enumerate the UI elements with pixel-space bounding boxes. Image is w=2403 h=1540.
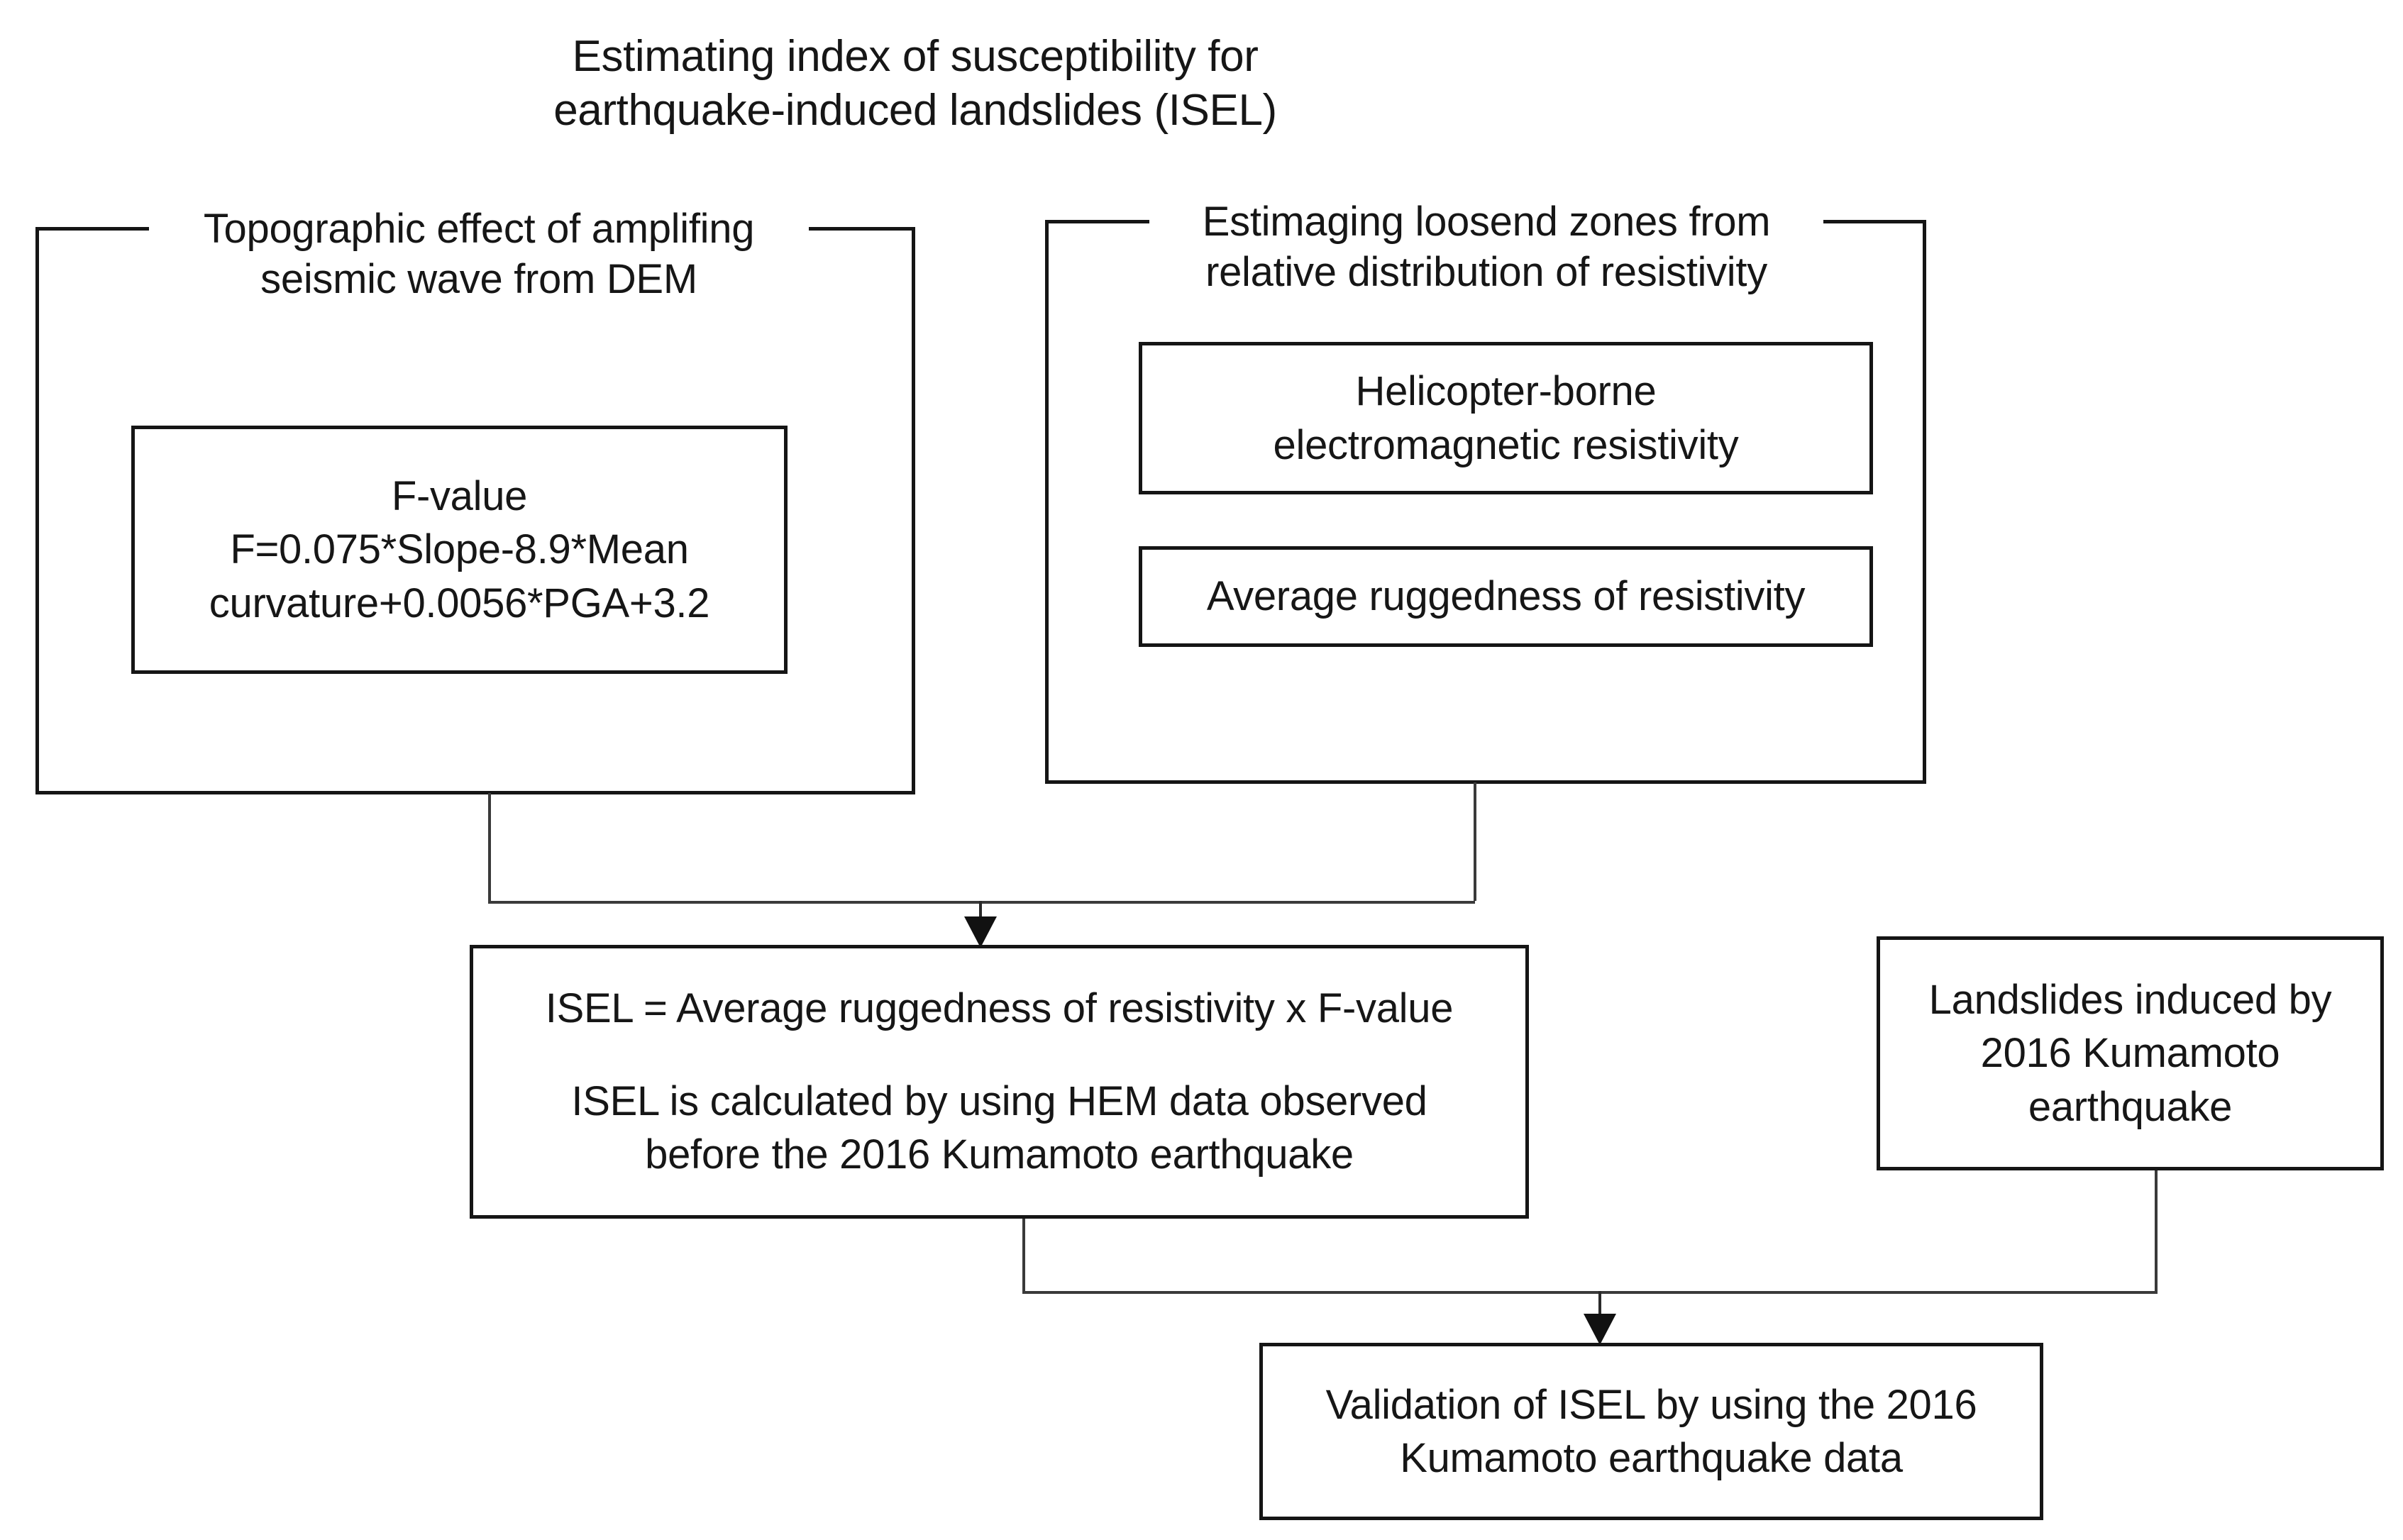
connector-landslides-down xyxy=(2155,1170,2158,1291)
diagram-title-line-1: Estimating index of susceptibility for xyxy=(572,32,1259,81)
diagram-title-line-2: earthquake-induced landslides (ISEL) xyxy=(553,85,1277,135)
connector-isel-down xyxy=(1022,1219,1025,1291)
node-landslides-line-2: 2016 Kumamoto xyxy=(1980,1030,2280,1077)
connector-left-group-down xyxy=(488,793,491,901)
connector-arrow-shaft-to-isel xyxy=(979,901,982,929)
connector-arrowhead-to-validation xyxy=(1584,1314,1616,1345)
node-helicopter-line-1: Helicopter-borne xyxy=(1355,368,1657,415)
group-label-topographic-line-2: seismic wave from DEM xyxy=(260,255,697,302)
diagram-title: Estimating index of susceptibility for e… xyxy=(525,30,1305,137)
node-landslides-line-1: Landslides induced by xyxy=(1928,976,2332,1023)
node-f-value-line-2: F=0.075*Slope-8.9*Mean xyxy=(230,526,689,573)
node-validation-line-1: Validation of ISEL by using the 2016 xyxy=(1325,1381,1977,1428)
group-label-topographic-effect: Topographic effect of amplifing seismic … xyxy=(149,204,809,305)
node-f-value-line-3: curvature+0.0056*PGA+3.2 xyxy=(209,580,710,626)
node-average-ruggedness-line-1: Average ruggedness of resistivity xyxy=(1206,573,1806,620)
group-label-loosend-zones: Estimaging loosend zones from relative d… xyxy=(1149,197,1823,298)
node-f-value[interactable]: F-value F=0.075*Slope-8.9*Mean curvature… xyxy=(131,426,788,674)
node-helicopter-line-2: electromagnetic resistivity xyxy=(1273,421,1739,468)
node-validation-line-2: Kumamoto earthquake data xyxy=(1400,1435,1903,1481)
group-label-loosend-line-1: Estimaging loosend zones from xyxy=(1202,199,1771,245)
node-average-ruggedness[interactable]: Average ruggedness of resistivity xyxy=(1139,546,1873,647)
node-isel-definition[interactable]: ISEL = Average ruggedness of resistivity… xyxy=(470,945,1529,1219)
node-isel-spacer xyxy=(485,1036,1514,1075)
node-validation-isel[interactable]: Validation of ISEL by using the 2016 Kum… xyxy=(1259,1343,2043,1520)
node-helicopter-borne-resistivity[interactable]: Helicopter-borne electromagnetic resisti… xyxy=(1139,342,1873,494)
node-isel-line-3: before the 2016 Kumamoto earthquake xyxy=(645,1131,1354,1178)
node-isel-line-2: ISEL is calculated by using HEM data obs… xyxy=(571,1078,1427,1124)
connector-merge-horizontal-bottom xyxy=(1022,1291,2158,1294)
group-box-loosend-zones xyxy=(1045,220,1926,784)
connector-arrow-shaft-to-validation xyxy=(1598,1291,1601,1326)
node-landslides-2016-kumamoto[interactable]: Landslides induced by 2016 Kumamoto eart… xyxy=(1877,936,2384,1170)
group-label-topographic-line-1: Topographic effect of amplifing xyxy=(203,206,755,252)
node-isel-line-1: ISEL = Average ruggedness of resistivity… xyxy=(545,985,1454,1032)
connector-right-group-down xyxy=(1474,782,1476,901)
node-landslides-line-3: earthquake xyxy=(2028,1083,2233,1130)
node-f-value-line-1: F-value xyxy=(391,472,528,519)
connector-arrowhead-to-isel xyxy=(964,916,997,948)
group-label-loosend-line-2: relative distribution of resistivity xyxy=(1205,248,1767,295)
